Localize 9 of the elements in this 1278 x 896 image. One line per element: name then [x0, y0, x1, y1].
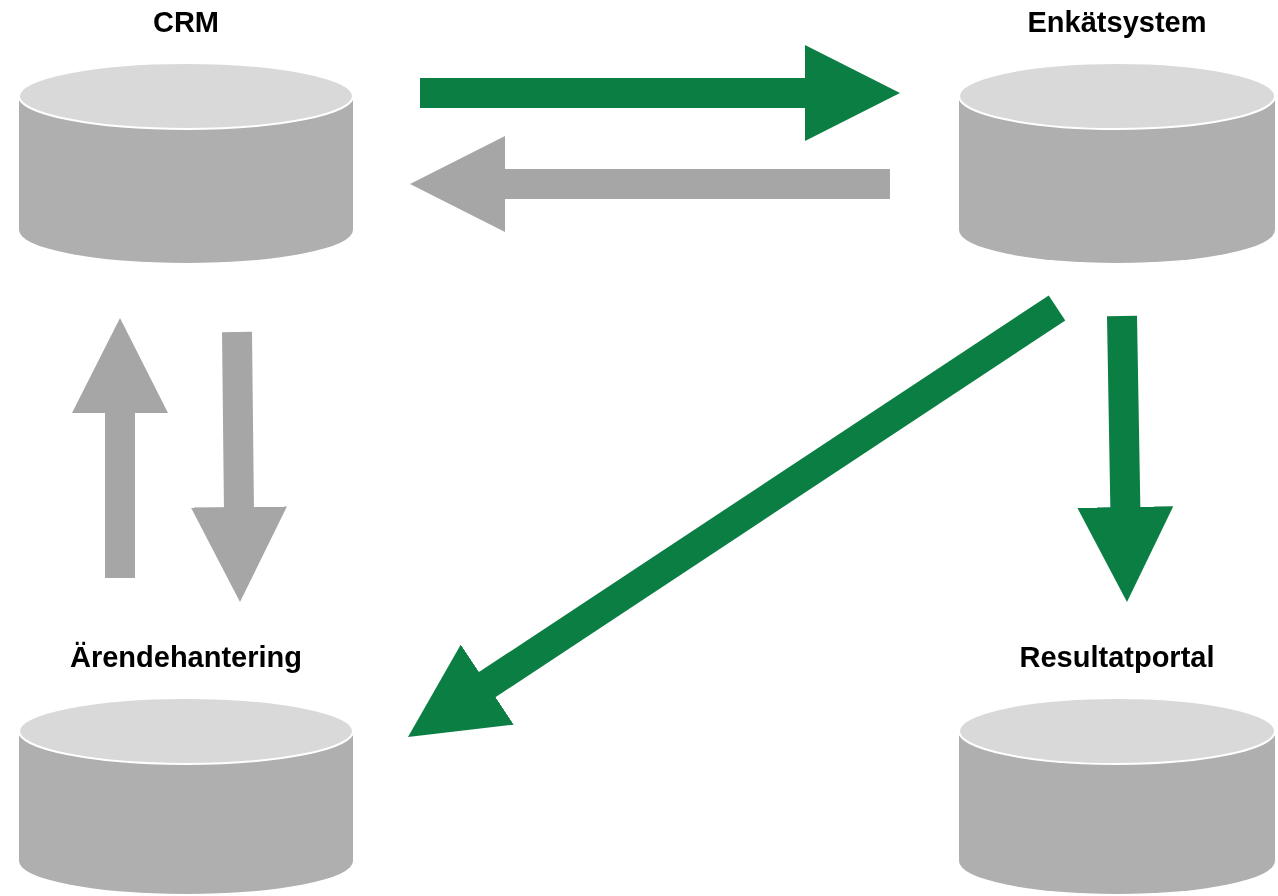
- node-label: Enkätsystem: [1027, 5, 1207, 39]
- node-label: Ärendehantering: [70, 640, 302, 674]
- arrow: [1077, 315, 1174, 602]
- node-label: CRM: [152, 5, 219, 39]
- arrow: [190, 331, 287, 602]
- arrow: [410, 136, 890, 232]
- node-label: Resultatportal: [1019, 640, 1215, 674]
- arrow: [420, 45, 900, 141]
- arrow: [72, 318, 168, 578]
